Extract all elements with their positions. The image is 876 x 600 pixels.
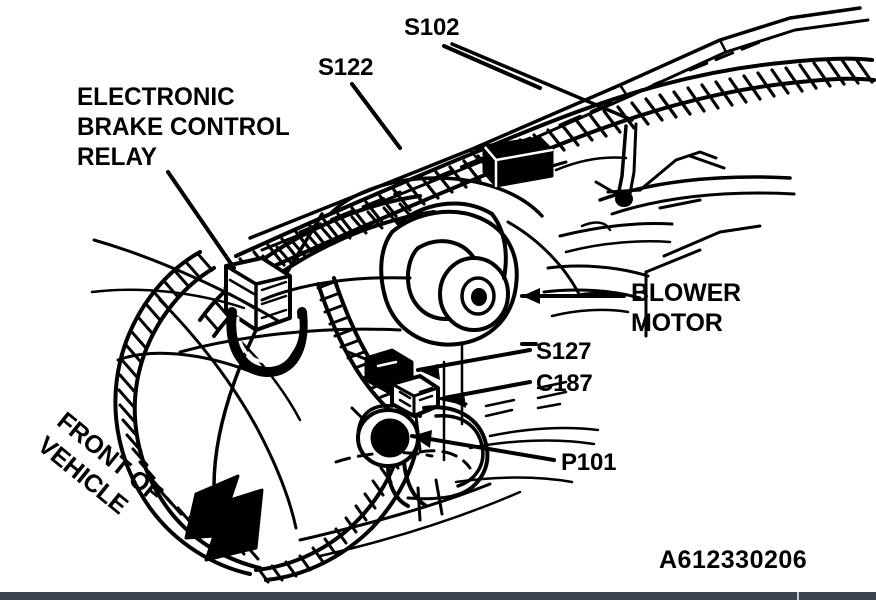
- leader-s102: [442, 44, 542, 90]
- right-structural-panel: [558, 150, 796, 338]
- dark-component-box: [468, 136, 568, 188]
- line-art-group: [90, 6, 876, 584]
- label-electronic-brake-control-relay: ELECTRONIC BRAKE CONTROL RELAY: [77, 83, 290, 171]
- leader-s102-b: [450, 42, 634, 122]
- front-of-vehicle-arrow: [184, 474, 264, 562]
- bottom-bar-divider: [797, 592, 799, 600]
- label-part-number: A612330206: [659, 546, 808, 574]
- label-c187: C187: [536, 370, 593, 397]
- label-s122: S122: [318, 54, 374, 81]
- label-p101: P101: [561, 449, 617, 476]
- label-blower-motor: BLOWER MOTOR: [631, 279, 741, 337]
- leader-lines: [166, 42, 634, 462]
- label-s127: S127: [536, 338, 592, 365]
- floor-and-panel-lines: [90, 156, 630, 558]
- arrowhead-blower-motor: [522, 288, 540, 304]
- blower-motor-housing: [379, 201, 519, 347]
- leader-relay: [166, 170, 236, 270]
- bottom-status-bar: [0, 592, 876, 600]
- leader-p101: [410, 434, 556, 462]
- arrowhead-c187: [444, 392, 466, 408]
- arrowhead-p101: [412, 430, 432, 448]
- harness-ribs-upper: [238, 57, 874, 281]
- leader-s122: [350, 82, 402, 150]
- connector-cluster-s127-c187: [346, 348, 468, 452]
- arrowhead-s127: [418, 364, 440, 380]
- label-s102: S102: [404, 14, 460, 41]
- hvac-airbox-panel: [178, 176, 650, 354]
